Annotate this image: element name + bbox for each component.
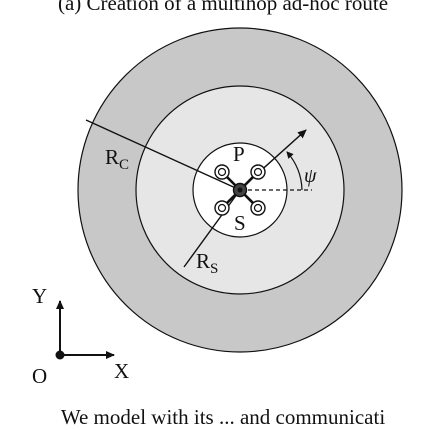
rc-radius-line xyxy=(85,119,241,191)
p-label: P xyxy=(233,142,245,166)
psi-angle-arc xyxy=(286,151,303,191)
quadrotor-icon xyxy=(214,164,266,216)
s-label: S xyxy=(234,211,246,235)
psi-label: ψ xyxy=(304,165,317,187)
rs-radius-line xyxy=(183,189,241,268)
y-axis-label: Y xyxy=(32,284,47,308)
rs-label: RS xyxy=(196,249,218,277)
diagram: RC RS P S ψ Y X O xyxy=(32,27,403,388)
figure-caption-top: (a) Creation of a multihop ad-hoc route xyxy=(57,0,389,15)
rc-label: RC xyxy=(105,145,129,173)
x-axis-label: X xyxy=(114,359,129,383)
origin-label: O xyxy=(32,364,47,388)
origin-dot xyxy=(55,350,65,360)
coordinate-frame xyxy=(55,300,115,360)
